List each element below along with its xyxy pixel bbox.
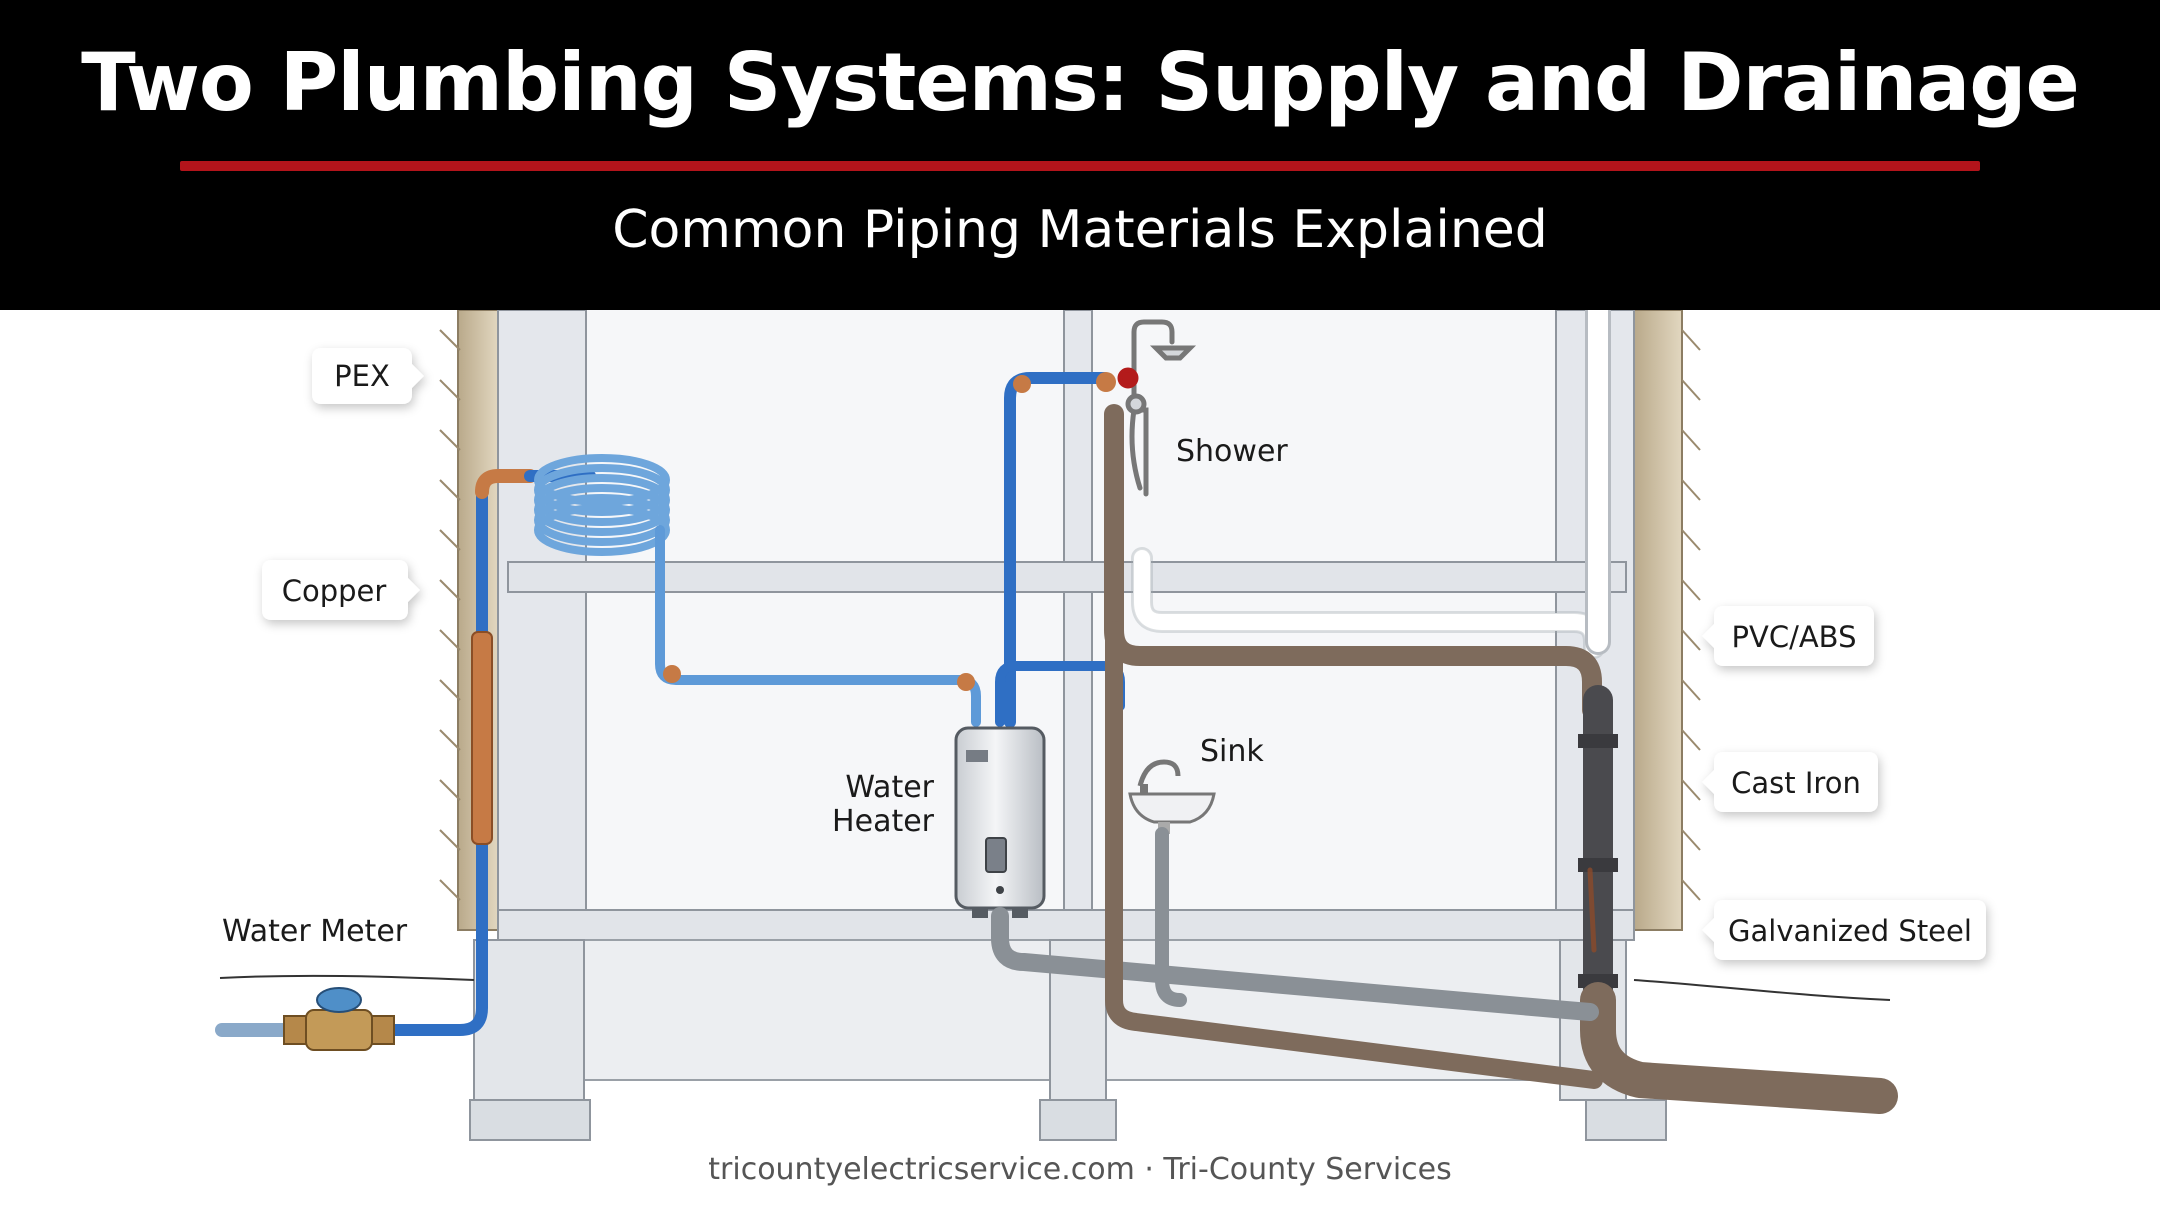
stud-left (497, 310, 587, 941)
page-subtitle: Common Piping Materials Explained (612, 200, 1548, 260)
shower-label: Shower (1176, 434, 1288, 469)
header-bar: Two Plumbing Systems: Supply and Drainag… (0, 0, 2160, 310)
supply-system (215, 372, 1125, 1037)
pex-coil (534, 454, 670, 556)
shower (1117, 319, 1197, 497)
plumbing-diagram: PEX Copper PVC/ABS Cast Iron Galvanized … (215, 310, 1986, 1141)
upper-floor (507, 561, 1627, 593)
ground-line (219, 974, 475, 981)
water-meter-label: Water Meter (222, 914, 408, 949)
water-heater-label-line1: Water (845, 770, 934, 805)
callout-galvanized-steel-label: Galvanized Steel (1728, 914, 1972, 948)
callout-galvanized-steel: Galvanized Steel (1702, 900, 1986, 960)
callout-copper: Copper (262, 560, 420, 620)
footer-credit: tricountyelectricservice.com · Tri-Count… (708, 1152, 1452, 1187)
drainage-system (991, 310, 1898, 1114)
sink (1128, 759, 1216, 834)
water-heater (954, 726, 1046, 918)
galvanized-pipe (991, 907, 1599, 1021)
title-divider (180, 161, 1980, 171)
siding-right (1633, 310, 1683, 931)
stud-center (1063, 310, 1093, 941)
water-heater-label-line2: Heater (832, 804, 935, 839)
house-structure (219, 310, 1891, 1141)
page-title: Two Plumbing Systems: Supply and Drainag… (81, 36, 2080, 129)
callout-pvc-abs-label: PVC/ABS (1732, 620, 1857, 654)
callout-pex-label: PEX (334, 359, 390, 393)
callout-cast-iron-label: Cast Iron (1731, 766, 1861, 800)
sink-label: Sink (1200, 734, 1264, 769)
callout-copper-label: Copper (282, 574, 387, 608)
water-meter (283, 987, 395, 1051)
callout-pex: PEX (312, 348, 424, 404)
callout-pvc-abs: PVC/ABS (1702, 606, 1874, 666)
callout-cast-iron: Cast Iron (1702, 752, 1878, 812)
sewer-main (1580, 982, 1898, 1114)
copper-pipe-section (471, 631, 493, 845)
lower-floor (497, 909, 1635, 941)
